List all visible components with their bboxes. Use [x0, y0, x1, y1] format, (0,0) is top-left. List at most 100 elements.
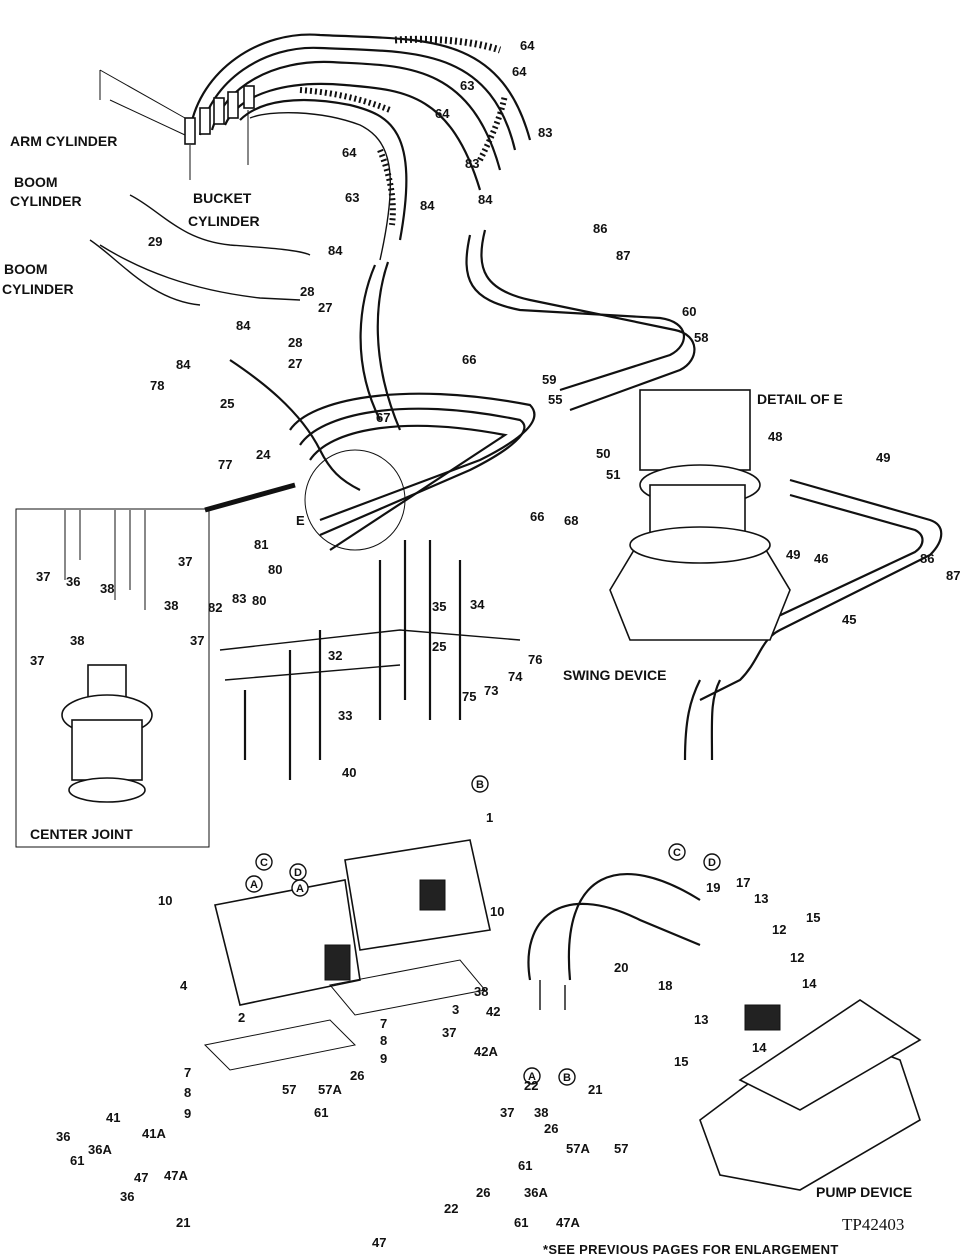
part-number-callout: 8 [380, 1033, 387, 1048]
part-number-callout: 58 [694, 330, 708, 345]
connector-circle [245, 875, 263, 893]
part-number-callout: 15 [806, 910, 820, 925]
connector-marker: A [245, 875, 263, 893]
connector-circle [471, 775, 489, 793]
connector-circle [668, 843, 686, 861]
part-number-callout: 41 [106, 1110, 120, 1125]
part-number-callout: 57A [566, 1141, 590, 1156]
part-number-callout: 36 [120, 1189, 134, 1204]
connector-letter: A [250, 879, 258, 891]
part-number-callout: 19 [706, 880, 720, 895]
part-number-callout: 42 [486, 1004, 500, 1019]
center-joint-label: CENTER JOINT [30, 826, 133, 842]
bucket-cylinder-label-2: CYLINDER [188, 213, 260, 229]
swing-motor [609, 389, 791, 641]
part-number-callout: 84 [328, 243, 343, 258]
part-number-callout: 36A [88, 1142, 112, 1157]
connector-marker: A [523, 1067, 541, 1085]
part-number-callout: 38 [70, 633, 84, 648]
part-number-callout: 22 [444, 1201, 458, 1216]
part-number-callout: 87 [946, 568, 960, 583]
connector-circle [703, 853, 721, 871]
part-number-callout: 61 [514, 1215, 528, 1230]
boom-cylinder-label-a2: CYLINDER [10, 193, 82, 209]
part-number-callout: 41A [142, 1126, 166, 1141]
part-number-callout: 38 [100, 581, 114, 596]
part-number-callout: 57 [282, 1082, 296, 1097]
connector-letter: A [296, 883, 304, 895]
part-number-callout: 1 [486, 810, 493, 825]
part-number-callout: 28 [288, 335, 302, 350]
part-number-callout: 63 [460, 78, 474, 93]
part-number-callout: 49 [876, 450, 890, 465]
part-number-callout: 75 [462, 689, 476, 704]
footnote: *SEE PREVIOUS PAGES FOR ENLARGEMENT [543, 1242, 839, 1257]
part-number-callout: 81 [254, 537, 268, 552]
boom-hose-bundle [99, 33, 532, 261]
part-number-callout: 83 [465, 156, 479, 171]
part-number-callout: 38 [164, 598, 178, 613]
part-number-callout: 83 [232, 591, 246, 606]
part-number-callout: 66 [462, 352, 476, 367]
part-number-callout: 37 [190, 633, 204, 648]
part-number-callout: 9 [380, 1051, 387, 1066]
part-number-callout: 64 [512, 64, 527, 79]
part-number-callout: 36 [56, 1129, 70, 1144]
swing-device-label: SWING DEVICE [563, 667, 666, 683]
part-number-callout: 64 [342, 145, 357, 160]
part-number-callout: 86 [593, 221, 607, 236]
part-number-callout: 37 [442, 1025, 456, 1040]
part-number-callout: 68 [564, 513, 578, 528]
connector-letter: A [528, 1071, 536, 1083]
part-number-callout: 84 [420, 198, 435, 213]
detail-of-e-label: DETAIL OF E [757, 391, 843, 407]
part-number-callout: 10 [490, 904, 504, 919]
part-number-callout: 57 [614, 1141, 628, 1156]
part-number-callout: 21 [176, 1215, 190, 1230]
part-number-callout: 35 [432, 599, 446, 614]
part-number-callout: 60 [682, 304, 696, 319]
part-number-callout: 13 [694, 1012, 708, 1027]
part-number-callout: 34 [470, 597, 485, 612]
part-number-callout: 47 [134, 1170, 148, 1185]
part-number-callout: 2 [238, 1010, 245, 1025]
part-number-callout: 25 [220, 396, 234, 411]
part-number-callout: 26 [476, 1185, 490, 1200]
connector-letter: D [708, 857, 716, 869]
part-number-callout: 67 [376, 410, 390, 425]
part-number-callout: 51 [606, 467, 620, 482]
part-number-callout: 42A [474, 1044, 498, 1059]
ref-code: TP42403 [842, 1215, 904, 1234]
part-number-callout: 64 [520, 38, 535, 53]
connector-marker: D [289, 863, 307, 881]
part-number-callout: 8 [184, 1085, 191, 1100]
bucket-cylinder-label-1: BUCKET [193, 190, 252, 206]
part-number-callout: 29 [148, 234, 162, 249]
connector-letter: C [673, 847, 681, 859]
part-number-callout: 38 [474, 984, 488, 999]
connector-marker: B [471, 775, 489, 793]
connector-circle [255, 853, 273, 871]
connector-marker: D [703, 853, 721, 871]
part-number-callout: 20 [614, 960, 628, 975]
swing-hoses [683, 478, 943, 761]
part-number-callout: 61 [70, 1153, 84, 1168]
part-number-callout: 3 [452, 1002, 459, 1017]
part-number-callout: 36 [66, 574, 80, 589]
pump-device-label: PUMP DEVICE [816, 1184, 912, 1200]
part-number-callout: 10 [158, 893, 172, 908]
part-number-callout: 50 [596, 446, 610, 461]
part-number-callout: 49 [786, 547, 800, 562]
part-number-callout: 17 [736, 875, 750, 890]
part-number-callout: 77 [218, 457, 232, 472]
part-number-callout: 24 [256, 447, 271, 462]
connector-marker: A [291, 879, 309, 897]
part-number-callout: 21 [588, 1082, 602, 1097]
part-number-callout: 84 [236, 318, 251, 333]
part-number-callout: 14 [802, 976, 817, 991]
part-number-callout: 7 [184, 1065, 191, 1080]
part-number-callout: 32 [328, 648, 342, 663]
